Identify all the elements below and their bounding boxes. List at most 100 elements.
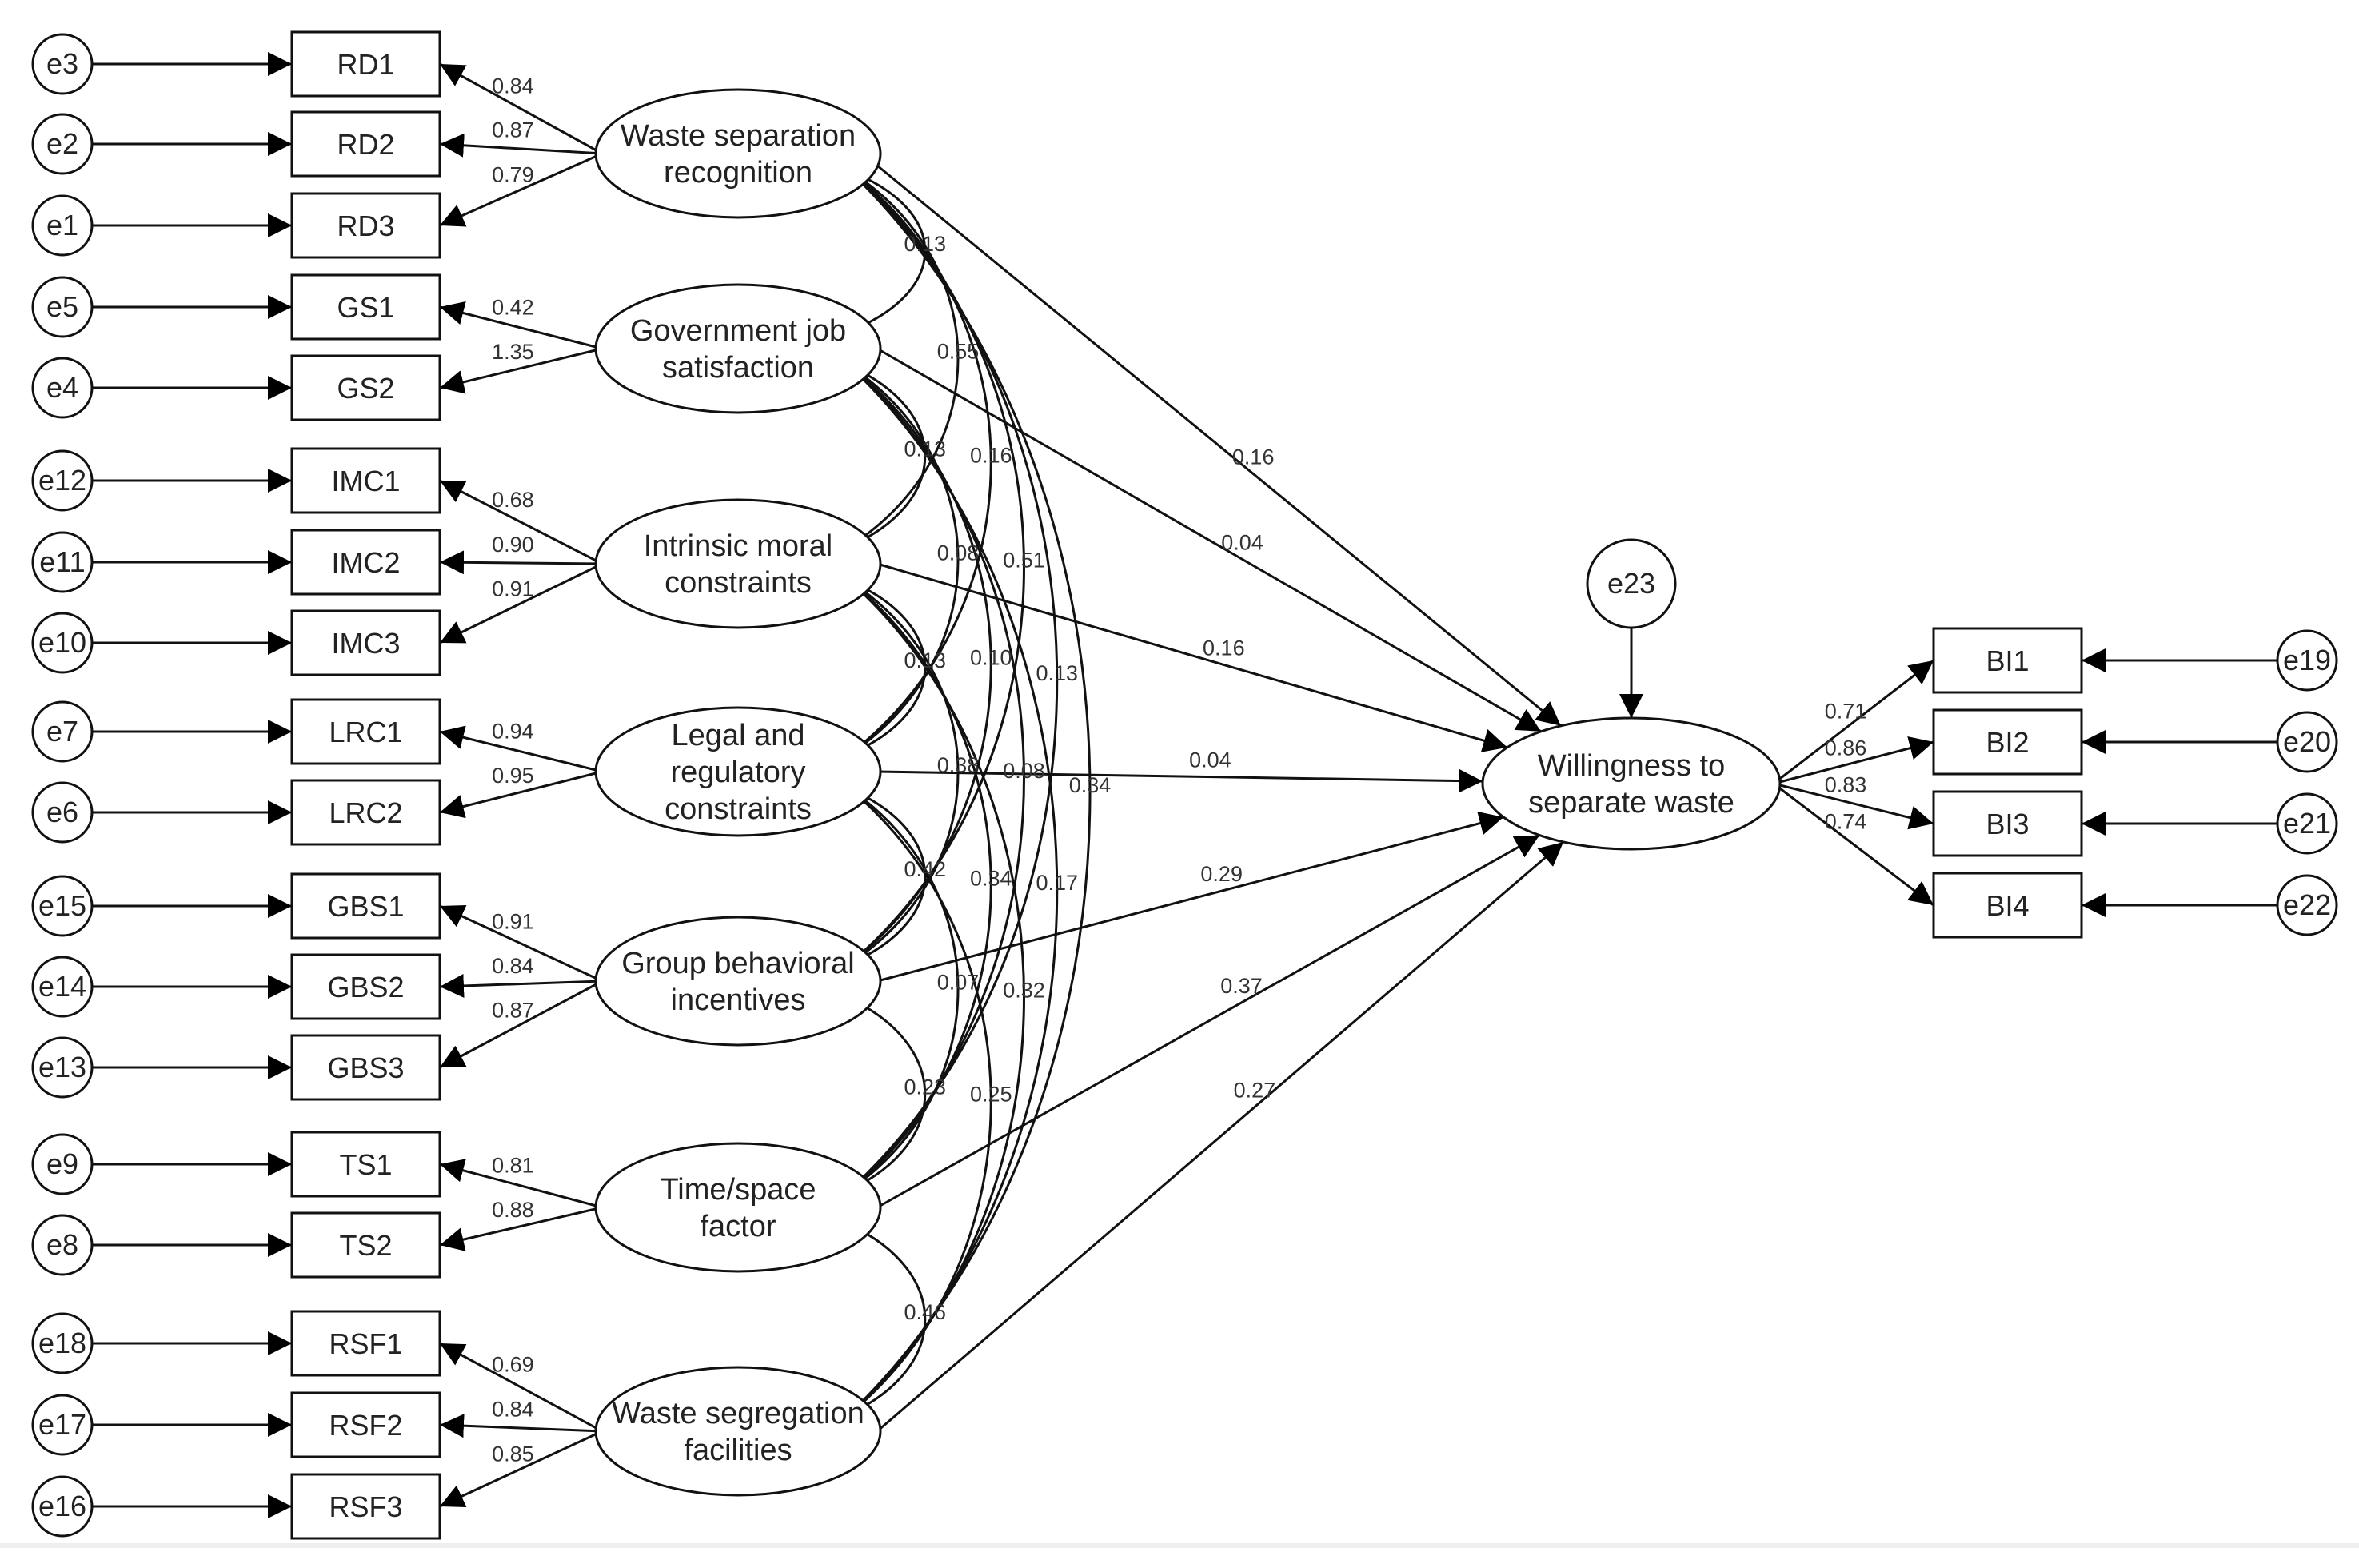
error-label: e8 xyxy=(46,1228,78,1261)
loading-arrow-gbs3 xyxy=(439,980,603,1069)
covariance-l2-l5 xyxy=(842,358,992,965)
path-label-l3: 0.16 xyxy=(1203,636,1245,660)
loading-label-rsf2: 0.84 xyxy=(492,1398,534,1422)
error-node-e6: e6 xyxy=(31,781,94,844)
indicator-box-bi2: BI2 xyxy=(1932,708,2083,776)
covariance-l1-l4 xyxy=(842,163,992,756)
indicator-box-lrc2: LRC2 xyxy=(290,779,441,846)
loading-label-rd2: 0.87 xyxy=(492,118,534,142)
loading-arrow-rsf2 xyxy=(439,1414,603,1438)
loading-arrow-ts2 xyxy=(439,1206,603,1251)
loading-label-gs1: 0.42 xyxy=(492,295,534,319)
error-label: e11 xyxy=(39,545,85,578)
loading-label-rsf1: 0.69 xyxy=(492,1353,534,1377)
latent-label-line: constraints xyxy=(665,566,812,600)
error-label: e14 xyxy=(38,970,86,1003)
indicator-label: LRC2 xyxy=(329,796,402,829)
loading-label-ts2: 0.88 xyxy=(492,1198,534,1222)
covariance-label-l2-l3: 0.13 xyxy=(904,437,946,461)
latent-label-line: Waste separation xyxy=(621,119,856,153)
error-label: e6 xyxy=(46,796,78,828)
indicator-label: GBS3 xyxy=(327,1051,404,1084)
error-label: e12 xyxy=(38,464,86,497)
covariance-label-l1-l7: 0.34 xyxy=(1069,773,1112,797)
error-label: e7 xyxy=(46,715,78,748)
loading-arrow-rd1 xyxy=(439,62,603,155)
covariance-l4-l6 xyxy=(842,782,960,1191)
loading-label-lrc1: 0.94 xyxy=(492,720,534,744)
error-node-e5: e5 xyxy=(31,276,94,338)
loading-arrow-rd3 xyxy=(439,152,603,227)
path-arrow-l2-to-l8 xyxy=(876,347,1542,733)
indicator-box-rd1: RD1 xyxy=(290,30,441,98)
latent-label-line: factor xyxy=(700,1210,776,1243)
covariance-l6-l7 xyxy=(841,1219,927,1415)
path-arrow-l1-to-l8 xyxy=(876,164,1562,727)
error-label: e15 xyxy=(38,889,86,922)
indicator-label: GBS1 xyxy=(327,890,404,923)
covariance-label-l2-l5: 0.10 xyxy=(970,646,1012,670)
path-label-l7: 0.27 xyxy=(1234,1079,1276,1103)
loading-label-bi2: 0.86 xyxy=(1825,736,1867,760)
indicator-box-gbs2: GBS2 xyxy=(290,953,441,1020)
indicator-label: GBS2 xyxy=(327,971,404,1003)
loading-label-imc3: 0.91 xyxy=(492,577,534,600)
loading-label-rsf3: 0.85 xyxy=(492,1442,534,1466)
latent-label-line: Waste segregation xyxy=(612,1397,864,1430)
covariance-label-l2-l4: 0.08 xyxy=(937,541,980,565)
loading-arrow-gbs1 xyxy=(439,904,603,983)
indicator-box-rsf1: RSF1 xyxy=(290,1310,441,1377)
indicator-label: RSF1 xyxy=(329,1327,402,1360)
covariance-l2-l4 xyxy=(842,359,960,756)
error-node-e20: e20 xyxy=(2276,711,2338,773)
indicator-label: RD1 xyxy=(337,48,394,81)
loading-label-gs2: 1.35 xyxy=(492,340,534,364)
loading-arrow-rsf1 xyxy=(439,1342,603,1433)
latent-label-line: Government job xyxy=(630,314,846,348)
error-node-e1: e1 xyxy=(31,194,94,257)
loading-arrow-rsf3 xyxy=(439,1430,603,1508)
indicator-box-rd2: RD2 xyxy=(290,110,441,178)
indicator-box-ts1: TS1 xyxy=(290,1131,441,1198)
indicator-label: RSF2 xyxy=(329,1409,402,1442)
path-arrow-l3-to-l8 xyxy=(876,562,1508,752)
loading-arrow-gs1 xyxy=(439,301,603,350)
error-label: e17 xyxy=(38,1408,86,1441)
indicator-label: BI1 xyxy=(1986,644,2029,677)
indicator-box-rsf3: RSF3 xyxy=(290,1473,441,1540)
indicator-box-gbs3: GBS3 xyxy=(290,1034,441,1101)
bottom-divider xyxy=(0,1543,2359,1548)
error-node-e8: e8 xyxy=(31,1214,94,1276)
error-label: e21 xyxy=(2283,807,2331,840)
path-arrow-l5-to-l8 xyxy=(876,811,1504,983)
loading-label-gbs2: 0.84 xyxy=(492,954,534,978)
path-label-l6: 0.37 xyxy=(1220,974,1263,998)
indicator-label: TS1 xyxy=(339,1148,392,1181)
indicator-label: BI4 xyxy=(1986,889,2029,922)
covariance-label-l4-l7: 0.25 xyxy=(970,1083,1012,1107)
indicator-box-ts2: TS2 xyxy=(290,1211,441,1279)
loading-arrow-rd2 xyxy=(439,133,603,158)
indicator-label: TS2 xyxy=(339,1229,392,1262)
latent-label-line: separate waste xyxy=(1528,786,1734,820)
covariance-l2-l3 xyxy=(841,360,927,548)
covariance-label-l1-l2: 0.13 xyxy=(904,232,946,256)
indicator-box-imc2: IMC2 xyxy=(290,529,441,596)
error-node-e15: e15 xyxy=(31,875,94,937)
error-node-e10: e10 xyxy=(31,612,94,674)
covariance-label-l6-l7: 0.46 xyxy=(904,1300,946,1324)
loading-arrow-ts1 xyxy=(439,1159,603,1209)
indicator-label: GS2 xyxy=(337,372,394,405)
indicator-box-bi3: BI3 xyxy=(1932,790,2083,857)
latent-label-line: Intrinsic moral xyxy=(644,529,833,563)
loading-label-ts1: 0.81 xyxy=(492,1153,534,1177)
path-label-l1: 0.16 xyxy=(1232,445,1275,469)
error-label: e5 xyxy=(46,290,78,323)
covariance-l5-l6 xyxy=(841,992,927,1191)
loading-arrow-imc2 xyxy=(439,550,603,575)
indicator-box-bi4: BI4 xyxy=(1932,872,2083,939)
covariance-l3-l6 xyxy=(842,573,992,1191)
